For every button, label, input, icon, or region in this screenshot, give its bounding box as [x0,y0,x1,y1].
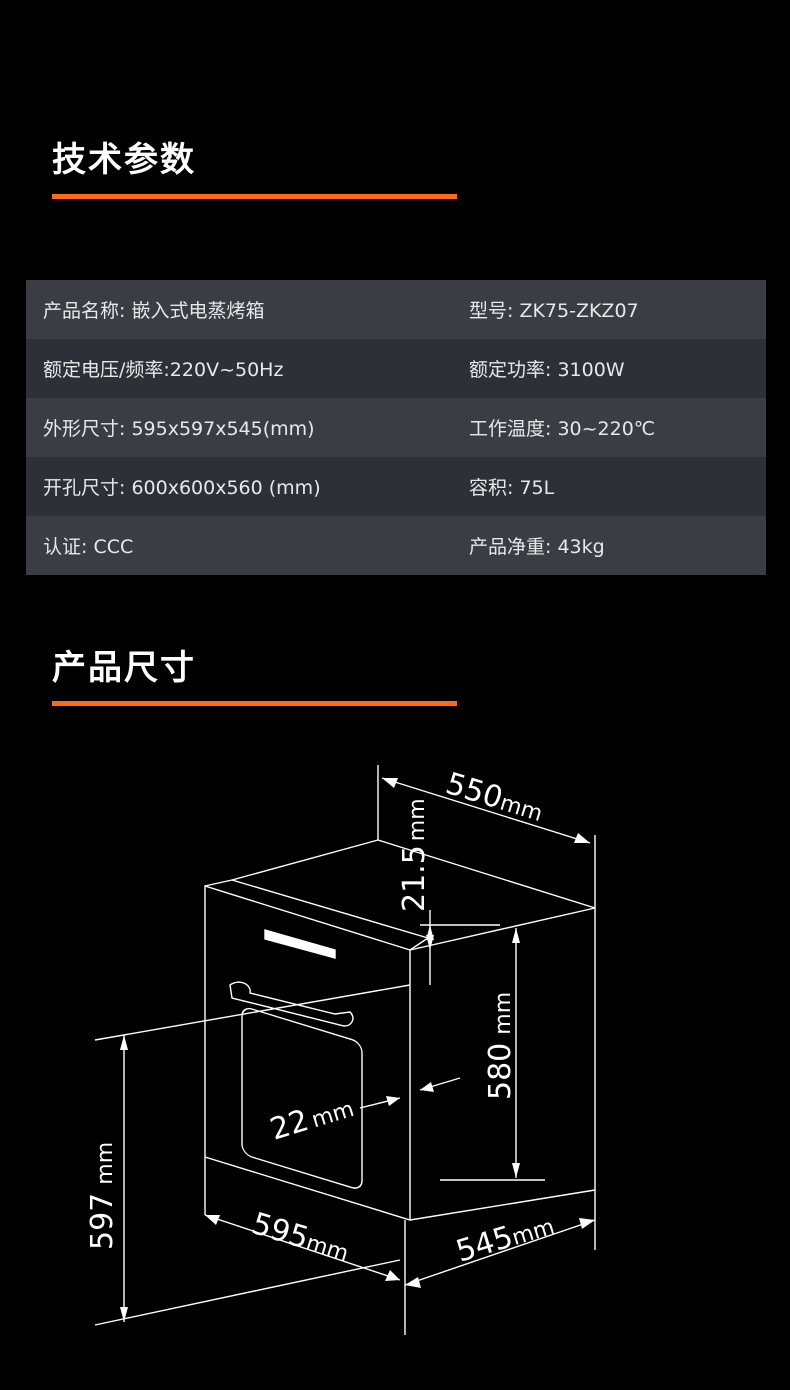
dimension-width: 595mm [248,1206,354,1269]
spec-cutout-size: 开孔尺寸: 600x600x560 (mm) [43,477,321,499]
spec-row: 额定电压/频率:220V~50Hz 额定功率: 3100W [26,339,766,398]
spec-net-weight: 产品净重: 43kg [469,536,605,558]
svg-text:22mm: 22mm [266,1089,358,1147]
dimension-panel-offset: 21.5mm [397,798,432,912]
spec-voltage: 额定电压/频率:220V~50Hz [43,359,284,381]
control-strip [264,929,336,959]
spec-model: 型号: ZK75-ZKZ07 [469,300,639,322]
oven-dimension-drawing: 550mm 21.5mm 580mm 22mm 597mm 595mm 545m… [85,765,596,1335]
dimension-panel-thickness: 22mm [266,1089,358,1148]
section-title-dimensions: 产品尺寸 [52,648,196,688]
svg-text:595mm: 595mm [248,1206,354,1269]
dimension-depth: 545mm [452,1207,558,1270]
dimension-height: 597mm [85,1142,120,1250]
section-title-specs: 技术参数 [52,140,196,180]
spec-row: 开孔尺寸: 600x600x560 (mm) 容积: 75L [26,457,766,516]
svg-text:21.5mm: 21.5mm [397,798,432,912]
arrow-heads [120,778,595,1322]
oven-handle [229,981,354,1027]
svg-text:597mm: 597mm [85,1142,120,1250]
spec-temperature: 工作温度: 30~220℃ [469,418,656,440]
dimension-inner-height: 580mm [483,992,518,1100]
oven-front-panel [204,885,411,1221]
spec-table: 产品名称: 嵌入式电蒸烤箱 型号: ZK75-ZKZ07 额定电压/频率:220… [26,280,766,575]
spec-row: 外形尺寸: 595x597x545(mm) 工作温度: 30~220℃ [26,398,766,457]
section-underline-dimensions [52,701,457,706]
spec-volume: 容积: 75L [469,477,555,499]
svg-text:545mm: 545mm [452,1207,558,1270]
spec-power: 额定功率: 3100W [469,359,625,381]
spec-row: 认证: CCC 产品净重: 43kg [26,516,766,575]
spec-product-name: 产品名称: 嵌入式电蒸烤箱 [43,300,265,322]
spec-row: 产品名称: 嵌入式电蒸烤箱 型号: ZK75-ZKZ07 [26,280,766,339]
spec-certification: 认证: CCC [43,536,134,558]
svg-text:550mm: 550mm [442,766,548,829]
svg-text:580mm: 580mm [483,992,518,1100]
oven-window [241,1007,363,1189]
spec-outer-size: 外形尺寸: 595x597x545(mm) [43,418,315,440]
section-underline-specs [52,194,457,199]
dimension-top-depth: 550mm [442,766,548,829]
